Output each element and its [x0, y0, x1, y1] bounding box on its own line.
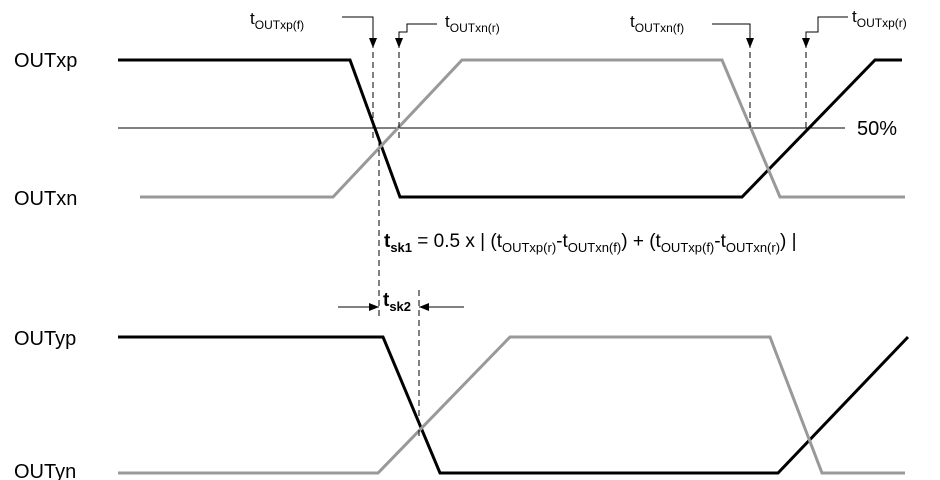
- threshold-label: 50%: [857, 118, 897, 140]
- label-t-outxn-r: tOUTxn(r): [445, 12, 500, 35]
- outxp-waveform: [118, 58, 902, 199]
- tsk1-formula: tsk1 = 0.5 x | (tOUTxp(r)-tOUTxn(f)) + (…: [384, 231, 797, 255]
- leader-outxp-r: [802, 16, 848, 48]
- label-outyn: OUTyn: [14, 461, 76, 480]
- leader-outxn-f: [712, 23, 754, 48]
- label-outyp: OUTyp: [14, 328, 76, 350]
- leader-outxp-f: [342, 16, 377, 48]
- label-outxp: OUTxp: [14, 50, 77, 72]
- label-t-outxp-r: tOUTxp(r): [852, 7, 907, 30]
- outxn-waveform: [140, 58, 905, 199]
- label-outxn: OUTxn: [14, 188, 77, 210]
- label-tsk2: tsk2: [383, 290, 411, 314]
- label-t-outxp-f: tOUTxp(f): [250, 9, 304, 32]
- label-t-outxn-f: tOUTxn(f): [630, 12, 684, 35]
- outyn-waveform: [118, 335, 905, 475]
- leader-outxn-r: [395, 23, 437, 48]
- outyp-waveform: [118, 335, 910, 475]
